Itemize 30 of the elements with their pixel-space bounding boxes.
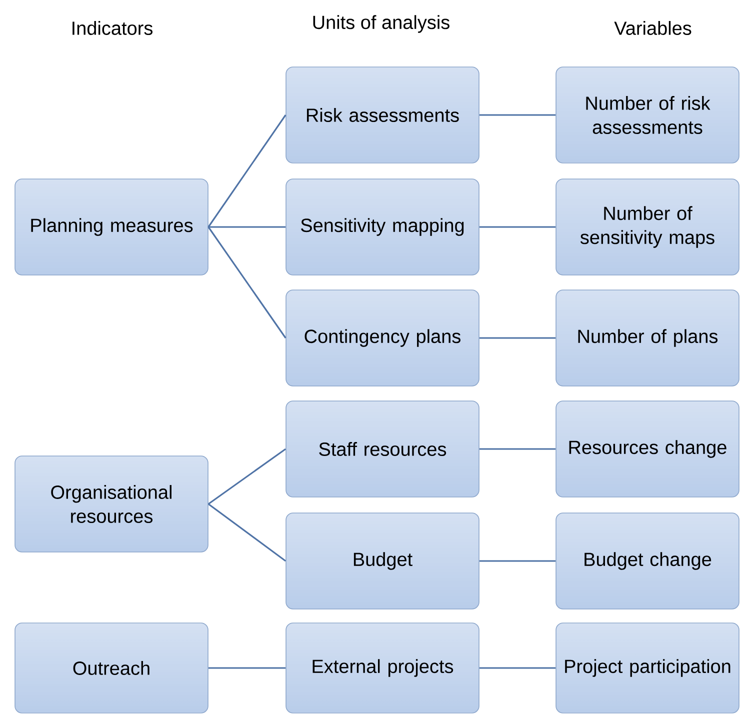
connector-line [208,667,286,669]
box: Contingency plans [286,290,480,386]
box: Number of sensitivity maps [556,178,740,276]
box: Number of risk assessments [556,66,740,164]
connector-line [479,667,556,669]
column-heading: Variables [614,21,692,35]
column-heading: Indicators [72,21,152,35]
connector-line [479,560,556,562]
box: Outreach [14,622,208,714]
connector-line [479,448,556,450]
connector-line [479,114,556,116]
connector-line [208,448,286,505]
box: External projects [286,622,480,714]
box: Risk assessments [286,66,480,164]
connector-line [208,226,286,228]
connector-line [479,337,556,339]
box: Project participation [556,622,740,714]
box: Resources change [556,400,740,498]
connector-line [208,503,286,562]
box: Budget [286,512,480,610]
connector-line [208,226,286,338]
box: Sensitivity mapping [286,178,480,276]
box: Budget change [556,512,740,610]
box: Organisational resources [14,456,208,552]
box: Staff resources [286,400,480,498]
connector-line [479,226,556,228]
connector-line [208,114,286,228]
column-heading: Units of analysis [313,15,450,33]
box: Number of plans [556,290,740,386]
box: Planning measures [14,178,208,276]
